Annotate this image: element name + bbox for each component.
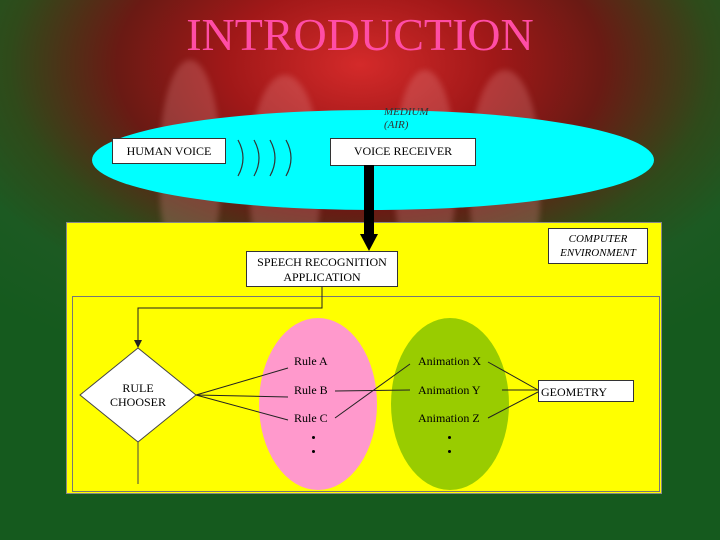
sound-wave-icon xyxy=(253,139,260,177)
chooser-to-rule-b xyxy=(195,394,289,398)
rule-chooser-label: RULE CHOOSER xyxy=(92,381,184,409)
receiver-arrow-shaft xyxy=(364,165,374,237)
animation-x-label: Animation X xyxy=(418,354,481,368)
animation-y-label: Animation Y xyxy=(418,383,481,397)
rule-chooser-line1: RULE xyxy=(122,381,154,395)
speech-to-chooser-line xyxy=(137,287,323,342)
page-title: INTRODUCTION xyxy=(186,9,534,60)
animation-z-to-geometry xyxy=(487,391,539,419)
voice-receiver-label: VOICE RECEIVER xyxy=(353,144,453,158)
computer-environment-line2: ENVIRONMENT xyxy=(560,247,636,259)
computer-environment-line1: COMPUTER xyxy=(568,233,628,245)
human-voice-box: HUMAN VOICE xyxy=(112,138,226,164)
animations-ellipsis-dot xyxy=(448,436,451,439)
recognition-inner-area xyxy=(72,296,660,492)
computer-environment-box: COMPUTER ENVIRONMENT xyxy=(548,228,648,264)
sound-wave-icon xyxy=(269,139,276,177)
chooser-to-rule-a xyxy=(195,367,289,396)
animations-ellipsis-dot xyxy=(448,450,451,453)
chooser-to-rule-c xyxy=(195,394,289,421)
rules-oval xyxy=(259,318,377,490)
rules-ellipsis-dot xyxy=(312,450,315,453)
medium-label: MEDIUM (AIR) xyxy=(384,106,429,132)
geometry-box: GEOMETRY xyxy=(538,380,634,402)
rule-chooser-line2: CHOOSER xyxy=(109,395,166,409)
sound-wave-icon xyxy=(285,139,292,177)
animations-oval xyxy=(391,318,509,490)
geometry-label: GEOMETRY xyxy=(541,385,607,399)
rule-b-label: Rule B xyxy=(294,383,328,397)
speech-recognition-line2: APPLICATION xyxy=(283,270,361,284)
animation-x-to-geometry xyxy=(487,361,539,391)
speech-recognition-line1: SPEECH RECOGNITION xyxy=(257,255,387,269)
rules-ellipsis-dot xyxy=(312,436,315,439)
rule-c-to-animation-x xyxy=(334,363,411,419)
rule-a-label: Rule A xyxy=(294,354,328,368)
voice-receiver-box: VOICE RECEIVER xyxy=(330,138,476,166)
speech-recognition-box: SPEECH RECOGNITION APPLICATION xyxy=(246,251,398,287)
human-voice-label: HUMAN VOICE xyxy=(126,144,212,158)
animation-z-label: Animation Z xyxy=(418,411,480,425)
rule-c-label: Rule C xyxy=(294,411,328,425)
medium-label-line2: (AIR) xyxy=(384,119,409,131)
medium-label-line1: MEDIUM xyxy=(384,106,429,118)
sound-wave-icon xyxy=(237,139,244,177)
receiver-arrow-head xyxy=(360,234,378,251)
speech-to-chooser-arrow xyxy=(134,340,142,348)
